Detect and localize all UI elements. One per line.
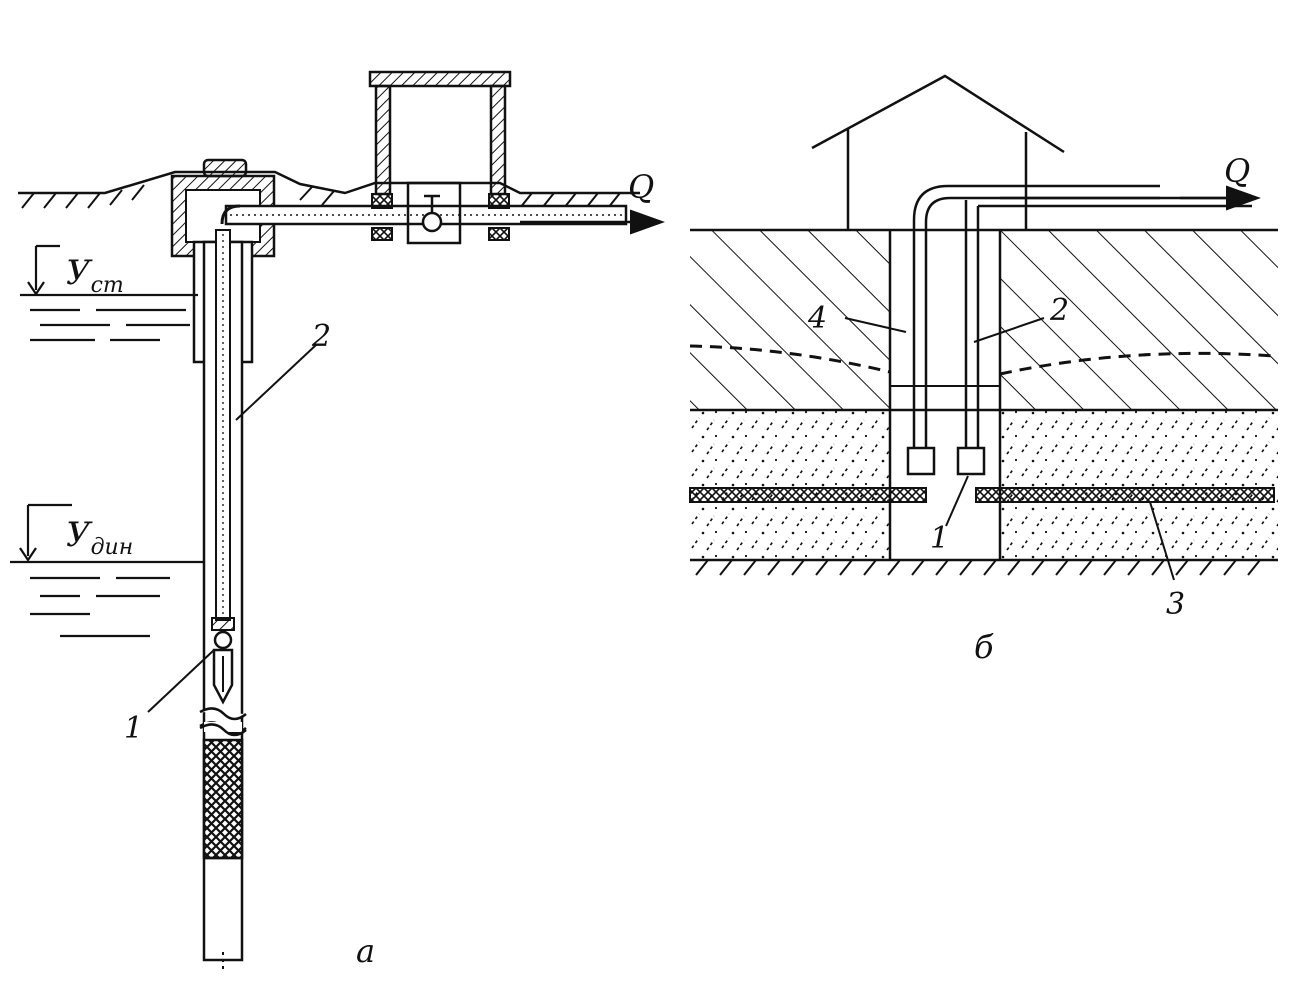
pump-house-roof bbox=[368, 70, 512, 88]
clay-layer-left bbox=[690, 230, 890, 410]
valve-box bbox=[406, 181, 462, 245]
pump-impeller-icon bbox=[213, 630, 233, 650]
dynamic-water-level bbox=[10, 503, 204, 638]
wellhead-cap bbox=[202, 158, 248, 178]
pipe-elbow-a bbox=[220, 204, 241, 225]
flow-label-a: Q bbox=[628, 168, 654, 206]
well-filter-screen bbox=[202, 738, 244, 860]
leader-1-b bbox=[945, 475, 969, 527]
water-table-dashed bbox=[689, 344, 1276, 376]
leader-2-a bbox=[235, 344, 317, 421]
suction-pipe-2 bbox=[964, 200, 980, 448]
number-label-1-a: 1 bbox=[124, 711, 143, 746]
pump-house-wall-right bbox=[489, 84, 507, 196]
number-label-2-b: 2 bbox=[1049, 293, 1069, 328]
leader-1-a bbox=[147, 649, 215, 713]
part-b-shaft-well: Q 4 2 1 3 б bbox=[689, 74, 1278, 666]
static-water-level bbox=[20, 244, 198, 342]
static-level-label: Уст bbox=[66, 253, 124, 298]
house-roof bbox=[811, 74, 1065, 154]
pipe-intake-right bbox=[956, 446, 986, 476]
clay-layer-right bbox=[1000, 230, 1278, 410]
valve-icon bbox=[421, 211, 443, 233]
leader-4-b bbox=[844, 317, 907, 333]
pump-connector bbox=[211, 617, 235, 631]
number-label-2-a: 2 bbox=[311, 319, 331, 354]
caption-b: б bbox=[974, 628, 994, 666]
number-label-4-b: 4 bbox=[807, 301, 827, 336]
filter-band-left bbox=[689, 487, 927, 503]
filter-band-right bbox=[975, 487, 1275, 503]
leader-2-b bbox=[973, 317, 1045, 343]
bedrock-hatch bbox=[695, 559, 1261, 576]
pipe-intake-left bbox=[906, 446, 936, 476]
casing-break bbox=[199, 707, 247, 721]
part-a-drilled-well: Уст Удин Q 2 1 а bbox=[10, 70, 665, 972]
caption-a: а bbox=[356, 932, 375, 970]
number-label-3-b: 3 bbox=[1166, 587, 1185, 622]
pump-house-wall-left bbox=[374, 84, 392, 196]
aquifer-right bbox=[1000, 410, 1278, 560]
ground-surface-a bbox=[18, 170, 640, 195]
flow-label-b: Q bbox=[1224, 152, 1250, 190]
suction-pipe-4 bbox=[912, 184, 1160, 448]
leader-3-b bbox=[1149, 501, 1175, 581]
dynamic-level-label: Удин bbox=[66, 515, 133, 560]
aquifer-left bbox=[690, 410, 890, 560]
number-label-1-b: 1 bbox=[930, 521, 949, 556]
